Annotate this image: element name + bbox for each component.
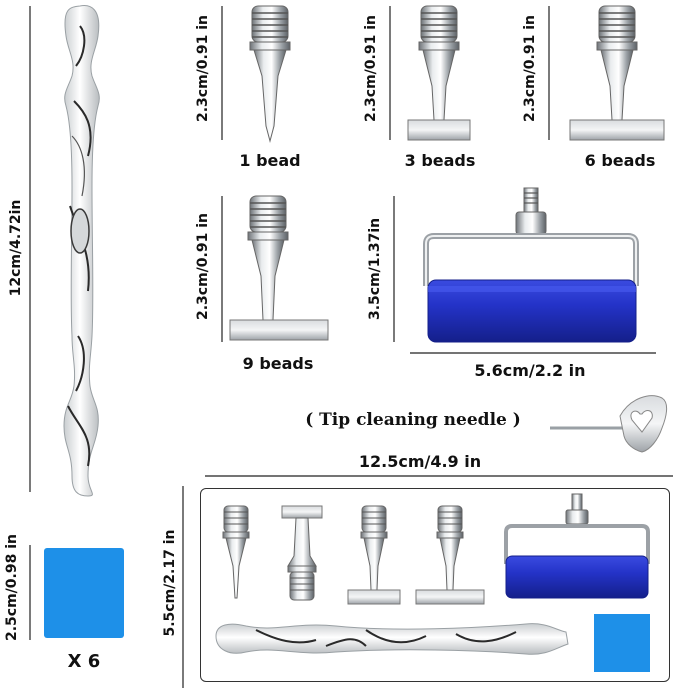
kit-contents-icon: [215, 493, 650, 672]
wax-pad-icon: [44, 548, 124, 638]
tip-6-beads-icon: [569, 5, 665, 141]
roller-width-label: 5.6cm/2.2 in: [474, 361, 586, 380]
tip-1-bead-icon: [249, 5, 291, 143]
cleaning-needle-icon: [550, 395, 668, 453]
marble-handle-icon: [63, 5, 100, 497]
kit-width-label: 12.5cm/4.9 in: [358, 452, 482, 471]
wax-quantity-label: X 6: [67, 651, 101, 672]
roller-icon: [423, 187, 639, 343]
tip-6-label: 6 beads: [584, 151, 656, 170]
tip-1-label: 1 bead: [239, 151, 301, 170]
tip-9-label: 9 beads: [242, 354, 314, 373]
cleaning-needle-label: ( Tip cleaning needle ): [305, 410, 521, 430]
tip-9-beads-icon: [229, 195, 329, 341]
tip-3-label: 3 beads: [404, 151, 476, 170]
tip-3-beads-icon: [407, 5, 471, 141]
kit-height-label: 5.5cm/2.17 in: [162, 529, 178, 637]
kit-box: [200, 488, 670, 682]
